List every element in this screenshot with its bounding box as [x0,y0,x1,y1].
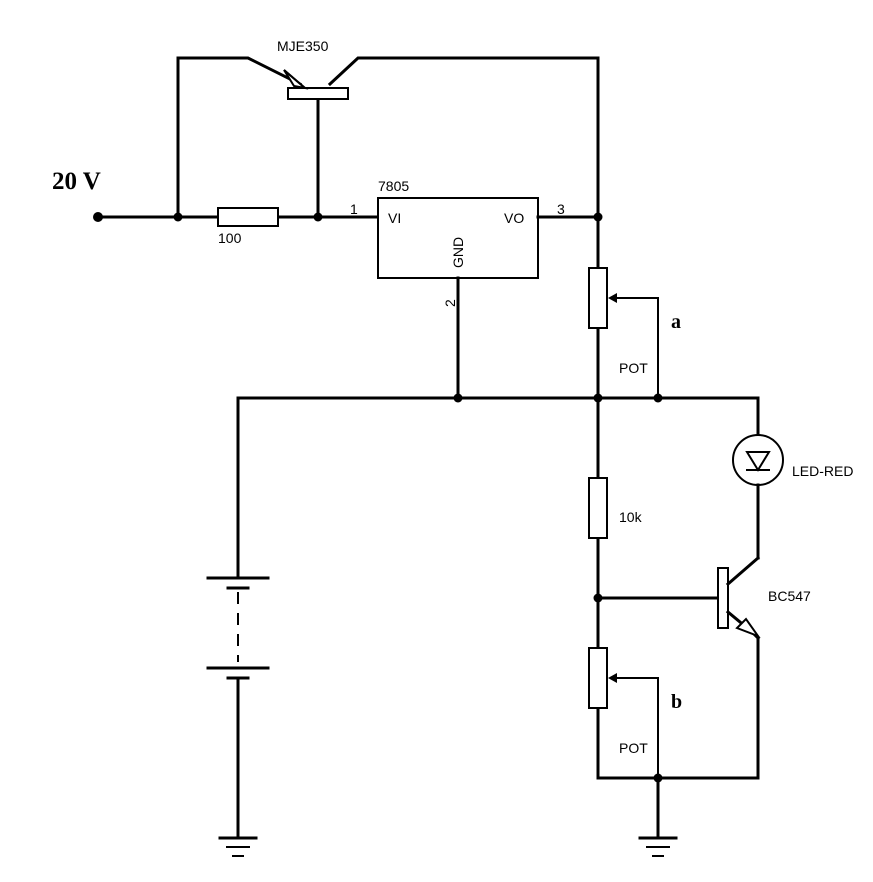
led-label: LED-RED [792,463,853,479]
supply-terminal [93,212,103,222]
regulator-7805 [377,197,600,400]
pot-bottom-label: POT [619,740,648,756]
supply-voltage-label: 20 V [52,168,101,195]
npn-transistor-label: BC547 [768,588,811,604]
junction-dot [173,212,183,222]
battery-icon [206,576,270,680]
junction-dot [653,393,663,403]
pnp-transistor-label: MJE350 [277,38,329,54]
junction-dot [313,212,323,222]
emitter-arrow-icon [735,617,761,639]
regulator-pin-out: VO [504,210,524,226]
bottom-rail [596,636,760,840]
led-red [732,434,784,486]
junction-dot [453,393,463,403]
wiper-arrow-icon [608,673,617,683]
resistor-10k-label: 10k [619,509,643,525]
wiper-arrow-icon [608,293,617,303]
regulator-pin3-number: 3 [557,201,565,217]
regulator-pin1-number: 1 [350,201,358,217]
potentiometer-bottom [588,647,608,709]
regulator-pin-in: VI [388,210,401,226]
junction-dot [593,393,603,403]
resistor-100-label: 100 [218,230,242,246]
ground-icon [638,836,678,857]
ground-icon [218,836,258,857]
pot-bottom-wiper [610,677,659,778]
pot-top-label: POT [619,360,648,376]
input-wiring [96,56,380,219]
potentiometer-top [588,267,608,329]
resistor-10k [588,477,608,539]
pot-top-wiper [610,297,659,398]
regulator-pin2-number: 2 [442,299,458,307]
common-rail [236,396,760,580]
regulator-label: 7805 [378,178,409,194]
pot-bottom-wiper-label: b [671,691,682,713]
junction-dot [653,773,663,783]
resistor-100 [217,207,279,227]
pnp-transistor-mje350 [283,56,600,219]
npn-transistor-bc547 [717,555,761,641]
regulator-pin-gnd: GND [450,237,466,268]
pot-top-wiper-label: a [671,311,681,333]
